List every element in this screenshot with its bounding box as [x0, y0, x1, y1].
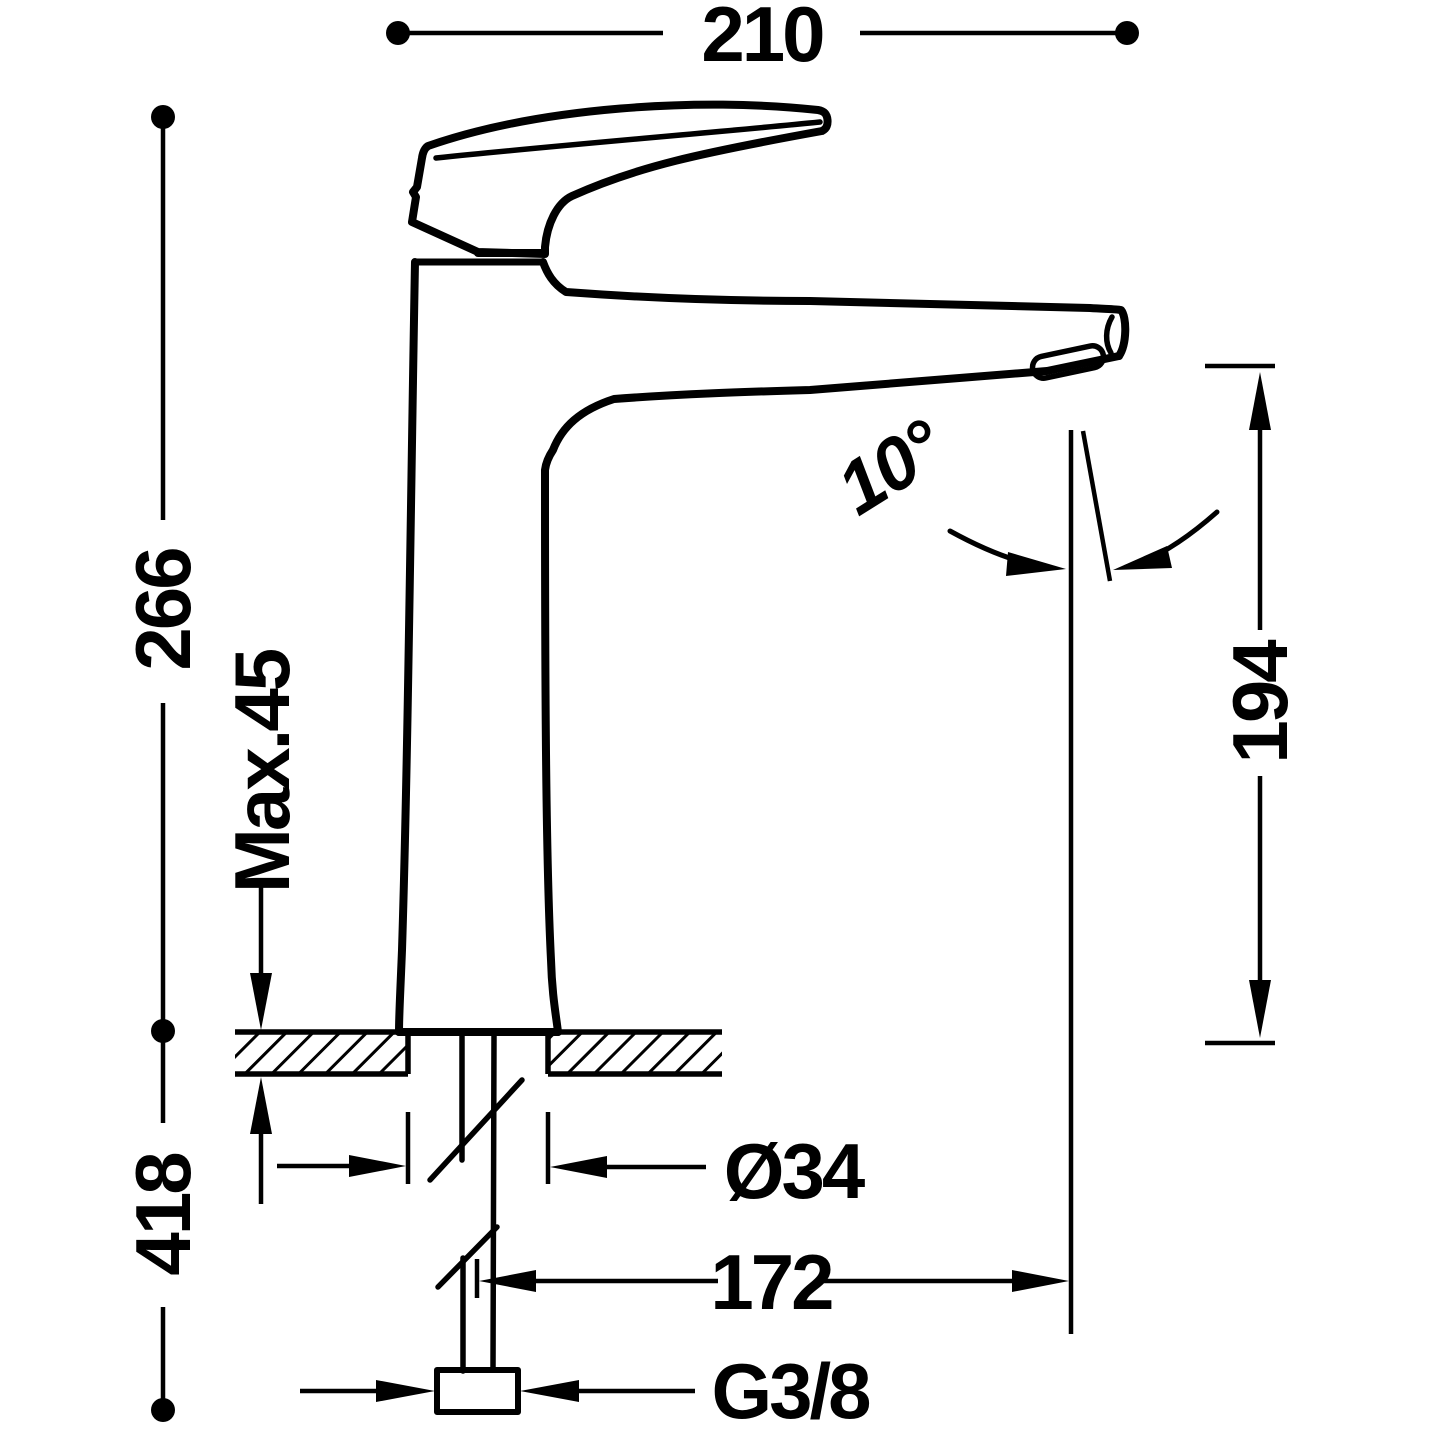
countertop-section: [235, 1029, 722, 1077]
body-right-and-spout-bottom: [541, 352, 1123, 1036]
dim-o34-ticks: [405, 1112, 551, 1184]
dim-left-dot-top: [151, 105, 175, 129]
mounting-hole-edges: [405, 1032, 551, 1074]
dim-spout-height: 194: [1205, 363, 1304, 1046]
dim-210-dot-right: [1115, 21, 1139, 45]
spout-angle-annotation: 10°: [823, 403, 1220, 1334]
body-left-edge: [395, 258, 419, 1036]
dim-172-left-arrowhead: [479, 1270, 536, 1292]
countertop-hatch-left: [235, 1034, 408, 1072]
dim-194-top-arrowhead: [1249, 372, 1271, 430]
dim-max45-lower-arrowhead: [250, 1077, 272, 1134]
dim-hole-diameter: Ø34: [277, 1112, 868, 1215]
dim-supply-connection: G3/8: [300, 1347, 872, 1435]
dim-left-chain: 266 418: [119, 105, 207, 1422]
supply-rod-right: [490, 1033, 497, 1373]
dim-g38-left-arrowhead: [376, 1380, 435, 1402]
dim-spout-reach: 172: [474, 1238, 1069, 1326]
dim-g38-label: G3/8: [711, 1347, 869, 1435]
dim-max45-upper-arrowhead: [250, 973, 272, 1030]
countertop-hatch-right: [548, 1034, 722, 1072]
angle-arc-right-arrowhead: [1113, 546, 1172, 570]
lever-handle-inner-line: [433, 119, 823, 161]
dim-210-dot-left: [386, 21, 410, 45]
lever-handle-outline: [408, 100, 832, 258]
dim-210-label: 210: [701, 0, 823, 78]
hose-break-mark-upper: [427, 1077, 525, 1183]
spout-tip-inner-arc: [1103, 314, 1115, 356]
dim-o34-label: Ø34: [724, 1127, 865, 1215]
dim-max45-label: Max.45: [218, 649, 306, 893]
tilted-10deg-line: [1080, 430, 1113, 582]
dim-o34-left-arrowhead: [349, 1155, 406, 1177]
dim-194-bottom-arrowhead: [1249, 980, 1271, 1038]
supply-rod-left: [459, 1033, 466, 1374]
dim-172-label: 172: [710, 1238, 832, 1326]
dim-266-label: 266: [119, 549, 207, 671]
g38-connector-box: [434, 1367, 521, 1415]
spout-top-edge: [539, 258, 1130, 360]
dim-left-dot-bottom: [151, 1398, 175, 1422]
faucet-outline: [395, 100, 1130, 1415]
aerator-outline: [1029, 343, 1107, 381]
dim-194-label: 194: [1216, 640, 1304, 764]
hose-break-mark-lower: [435, 1224, 500, 1290]
dim-overall-width: 210: [386, 0, 1139, 78]
dim-g38-right-arrowhead: [520, 1380, 579, 1402]
dim-left-dot-counter: [151, 1019, 175, 1043]
dim-418-label: 418: [119, 1154, 207, 1276]
dim-10deg-label: 10°: [823, 403, 959, 531]
dim-172-right-arrowhead: [1012, 1270, 1069, 1292]
dim-o34-right-arrowhead: [550, 1156, 607, 1178]
angle-arc-left-arrowhead: [1006, 552, 1066, 576]
dim-counter-thickness: Max.45: [218, 649, 306, 1204]
